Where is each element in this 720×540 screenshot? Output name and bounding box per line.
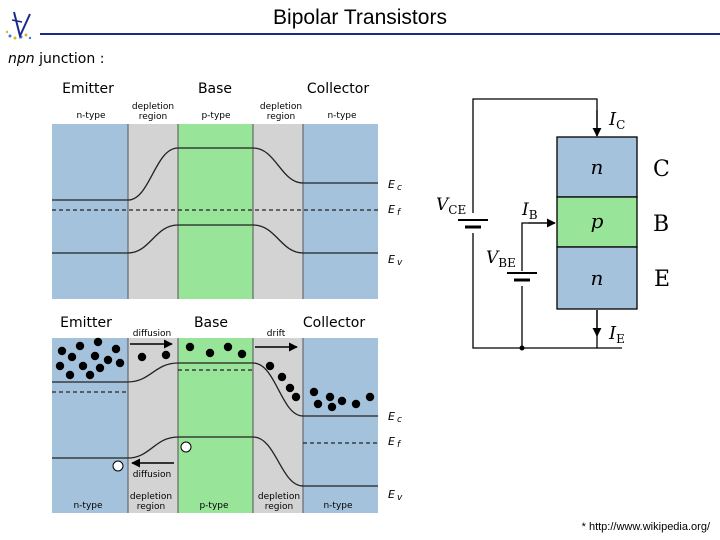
biased-diagram: Emitter Base Collector diffusion drift d… [52,315,403,513]
vce-battery-icon [458,219,488,229]
bottom-conduction-band [52,362,378,417]
bottom-collector-region [303,338,378,513]
bottom-depletion-region-2 [253,338,303,513]
label-drift: drift [267,329,286,339]
subtitle-italic: npn [8,51,35,67]
top-collector-region [303,124,378,299]
npn-circuit: n p n C B E IC IB IE VCE VBE [436,98,670,351]
top-depletion-region-2 [253,124,303,299]
label-diffusion-bottom: diffusion [133,470,172,480]
terminal-label-b: B [653,212,669,237]
slide-logo-icon [5,11,32,40]
top-conduction-band [52,147,378,201]
top-base-region [178,124,253,299]
bottom-header-emitter: Emitter [60,315,112,331]
region-type-line: region [265,502,293,512]
region-type-line: depletion [258,492,300,502]
bottom-type-base: p-type [199,501,229,511]
hole-emitter [112,460,124,472]
bottom-type-collector: n-type [323,501,353,511]
top-type-base: p-type [201,111,231,121]
label-ib: IB [521,200,538,222]
top-type-emitter: n-type [76,111,106,121]
top-header-base: Base [198,81,232,97]
region-type-line: p-type [201,111,231,121]
slide-subtitle: npn junction : [8,51,104,67]
region-type-line: n-type [323,501,353,511]
top-header-emitter: Emitter [62,81,114,97]
layer-letter-n-bottom: n [591,266,604,290]
region-type-line: p-type [199,501,229,511]
label-ie: IE [608,323,625,346]
vbe-battery-icon [507,272,537,282]
terminal-label-e: E [654,267,670,292]
layer-n-emitter [556,246,638,310]
top-type-collector: n-type [327,111,357,121]
terminal-label-c: C [653,157,670,182]
top-header-collector: Collector [307,81,369,97]
subtitle-rest: junction : [34,51,105,67]
bottom-header-collector: Collector [303,315,365,331]
label-vbe: VBE [486,248,516,270]
bottom-valence-band [52,436,378,487]
top-depletion-region-1 [128,124,178,299]
region-type-line: region [139,112,167,122]
title-rule [40,33,720,35]
region-type-line: n-type [73,501,103,511]
bottom-depletion-region-1 [128,338,178,513]
electrons [55,337,375,412]
top-emitter-region [52,124,128,299]
bottom-header-base: Base [194,315,228,331]
layer-letter-p: p [591,209,604,233]
hole-base [180,441,192,453]
region-type-line: n-type [76,111,106,121]
junction-node [519,345,525,351]
region-type-line: n-type [327,111,357,121]
bottom-type-emitter: n-type [73,501,103,511]
label-ic: IC [608,109,625,132]
slide-title: Bipolar Transistors [273,6,447,29]
region-type-line: depletion [260,102,302,112]
footnote-source: * http://www.wikipedia.org/ [581,521,710,533]
region-type-line: depletion [130,492,172,502]
bottom-emitter-region [52,338,128,513]
layer-n-collector [556,136,638,198]
region-type-line: region [267,112,295,122]
layer-letter-n-top: n [591,155,604,179]
top-valence-band [52,224,378,254]
label-diffusion-top: diffusion [133,329,172,339]
region-type-line: region [137,502,165,512]
label-vce: VCE [436,195,466,217]
region-type-line: depletion [132,102,174,112]
bottom-base-region [178,338,253,513]
